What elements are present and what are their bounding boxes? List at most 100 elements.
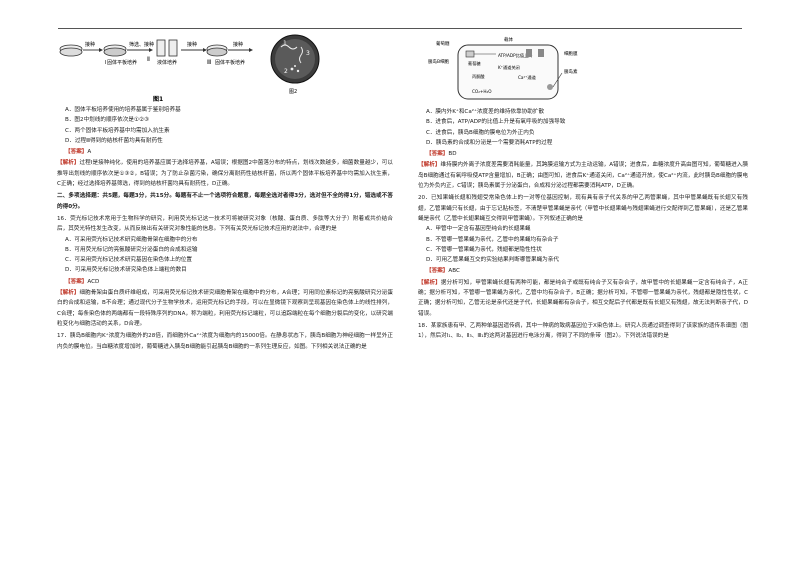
q20-option-c: C．不管哪一管果蝇为亲代，残翅都是隐性性状: [426, 246, 542, 253]
analysis-tag: 【解析】: [418, 279, 441, 286]
colony-dot: [296, 69, 300, 73]
q20-option-b: B．不管哪一管果蝇为亲代，乙管中的果蝇均有杂合子: [426, 236, 559, 243]
answer-tag: 【答案】: [65, 149, 88, 156]
q15-option-b: B．图2中划线的顺序依次是①②③: [65, 117, 149, 124]
answer-value: A: [87, 149, 92, 156]
cell-label: 细胞膜: [564, 50, 578, 57]
analysis-text: 细胞骨架由蛋白质纤维组成，可采用荧光标记技术研究细胞骨架在细胞中的分布，A合理；…: [57, 290, 393, 327]
q17-option-a: A．膜内外K⁺和Ca²⁺浓度差的维持依靠协助扩散: [426, 109, 545, 115]
fig2-number: 2: [284, 68, 288, 75]
q16-answer: 【答案】ACD: [57, 277, 393, 287]
roman-numeral-1: Ⅰ: [105, 60, 106, 66]
q20-option-d: D．可用乙管果蝇互交的实验结果判断哪管果蝇为亲代: [426, 257, 559, 264]
petri-dish-icon: [206, 47, 228, 57]
fig1-label: 筛选、接种: [129, 41, 154, 48]
fig2-number: 3: [306, 50, 310, 57]
q17-option-d: D．胰岛素的合成和分泌是一个需要消耗ATP的过程: [426, 139, 553, 146]
cell-label: 载体: [504, 36, 513, 43]
fig1-label: 接种: [85, 41, 95, 48]
analysis-tag: 【解析】: [57, 290, 80, 297]
answer-tag: 【答案】: [65, 278, 88, 285]
q16-option-a: A．可采用荧光标记技术研究细胞骨架在细胞中的分布: [65, 236, 198, 243]
q16-option-c: C．可采用荧光标记技术研究基因在染色体上的位置: [65, 257, 192, 264]
q16-stem: 16．荧光标记技术常用于生物科学的研究，利用荧光标记这一技术可将被研究对象（核酸…: [57, 215, 393, 233]
q15-option-a: A．固体平板培养使用的培养基属于鉴别培养基: [65, 107, 181, 113]
fig1-label: 接种: [233, 41, 243, 48]
cell-label: ATP/ADP比值上升: [498, 52, 532, 59]
fig1-stage-label: 固体平板培养: [215, 59, 245, 66]
fig1-stage-label: 固体平板培养: [107, 59, 137, 66]
cell-diagram-row: 葡萄糖 胰岛B细胞 载体 葡萄糖 丙酮酸 CO₂+H₂O ATP/ADP比值上升…: [418, 33, 748, 107]
arrow-head-icon: [249, 48, 253, 52]
answer-value: ABC: [448, 268, 460, 275]
k-channel-icon: [526, 49, 532, 57]
roman-numeral-2: Ⅱ: [147, 56, 150, 63]
analysis-tag: 【解析】: [57, 160, 80, 167]
q20-stem: 20．已知果蝇长翅和残翅受常染色体上的一对等位基因控制，现有具有亲子代关系的甲乙…: [418, 195, 748, 222]
experiment-flow-figure: 接种 固体平板培养 Ⅰ 筛选、接种 液体培养 Ⅱ 接种: [59, 34, 320, 103]
q17-option-b: B．进食后，ATP/ADP的比值上升是有氧呼吸的加强导致: [426, 119, 566, 126]
answer-value: BD: [448, 151, 457, 158]
arrow-icon: [552, 72, 563, 88]
streak-line: [280, 44, 298, 50]
section-title: 二、多项选择题：共5题，每题3分，共15分。每题有不止一个选项符合题意，每题全选…: [57, 193, 393, 210]
fig1-stage-label: 液体培养: [157, 59, 177, 66]
q17-stem: 17．胰岛B细胞内K⁺浓度为细胞外的28倍，而细胞外Ca²⁺浓度为细胞内的150…: [57, 333, 393, 350]
fig2-plate-inner: [275, 39, 315, 79]
cell-label: 胰岛素: [564, 68, 578, 75]
q17-option-c: C．进食后，胰岛B细胞的膜电位为外正内负: [426, 129, 535, 136]
q20-option-a: A．甲管中一定含有基因型纯合的长翅果蝇: [426, 226, 531, 233]
analysis-text: 据分析可知，甲管果蝇长翅有两种可能，都是纯合子或既有纯合子又有杂合子，故甲管中的…: [418, 279, 748, 317]
roman-numeral-3: Ⅲ: [207, 59, 211, 66]
q15-analysis: 【解析】过程Ⅰ是接种纯化，使用的培养基应属于选择培养基，A错误；根据图2中菌落分…: [57, 158, 393, 189]
answer-value: ACD: [87, 278, 100, 285]
right-column: 葡萄糖 胰岛B细胞 载体 葡萄糖 丙酮酸 CO₂+H₂O ATP/ADP比值上升…: [418, 33, 748, 342]
fig2-number: 1: [283, 40, 287, 47]
q16-option-d: D．可采用荧光标记技术研究染色体上端粒的数目: [65, 267, 187, 274]
answer-tag: 【答案】: [426, 151, 449, 158]
colony-dot: [290, 67, 294, 71]
q17-answer: 【答案】BD: [418, 149, 748, 159]
cell-membrane: [457, 44, 559, 100]
fig2-caption: 图2: [289, 89, 297, 95]
flask-icon: [168, 39, 178, 57]
cell-label: 丙酮酸: [472, 73, 485, 80]
q16-analysis: 【解析】细胞骨架由蛋白质纤维组成，可采用荧光标记技术研究细胞骨架在细胞中的分布，…: [57, 288, 393, 329]
carrier-icon: [465, 50, 475, 58]
analysis-text: 过程Ⅰ是接种纯化，使用的培养基应属于选择培养基，A错误；根据图2中菌落分布的特点…: [57, 160, 393, 188]
header-rule: [58, 28, 742, 29]
fig1-label: 接种: [187, 41, 197, 48]
arrow-head-icon: [203, 48, 207, 52]
cell-label: K⁺通道关闭: [498, 64, 520, 71]
colony-dot: [294, 65, 296, 67]
figure-row-1: 接种 固体平板培养 Ⅰ 筛选、接种 液体培养 Ⅱ 接种: [57, 33, 393, 105]
q15-answer: 【答案】A: [57, 147, 393, 157]
left-column: 接种 固体平板培养 Ⅰ 筛选、接种 液体培养 Ⅱ 接种: [57, 33, 393, 352]
petri-dish-icon: [59, 47, 83, 57]
q15-option-d: D．过程Ⅲ得到的结核杆菌均具有耐药性: [65, 137, 163, 144]
q20-answer: 【答案】ABC: [418, 266, 748, 276]
flask-icon: [156, 39, 166, 57]
analysis-tag: 【解析】: [418, 162, 441, 169]
analysis-text: 维持膜内外离子浓度差需要消耗能量，其跨膜运输方式为主动运输，A错误；进食后，血糖…: [418, 162, 748, 190]
q15-option-c: C．两个固体平板培养基中均需加入抗生素: [65, 127, 170, 134]
cell-label: CO₂+H₂O: [472, 89, 492, 94]
islet-cell-diagram: 葡萄糖 胰岛B细胞 载体 葡萄糖 丙酮酸 CO₂+H₂O ATP/ADP比值上升…: [428, 36, 578, 100]
q17-analysis: 【解析】维持膜内外离子浓度差需要消耗能量，其跨膜运输方式为主动运输，A错误；进食…: [418, 160, 748, 191]
answer-tag: 【答案】: [426, 268, 449, 275]
petri-dish-icon: [103, 47, 127, 57]
cell-label: 胰岛B细胞: [428, 58, 450, 65]
ca-channel-icon: [538, 49, 544, 57]
arrow-head-icon: [99, 48, 103, 52]
cell-label: 葡萄糖: [436, 40, 450, 47]
fig1-caption: 图1: [153, 95, 163, 103]
q20-analysis: 【解析】据分析可知，甲管果蝇长翅有两种可能，都是纯合子或既有纯合子又有杂合子，故…: [418, 278, 748, 319]
arrow-head-icon: [149, 48, 153, 52]
cell-label: 葡萄糖: [468, 60, 481, 67]
insulin-vesicle-icon: [547, 84, 553, 90]
streak-line: [299, 46, 303, 64]
cell-label: Ca²⁺通道: [518, 74, 537, 81]
q18-stem: 18．某家族患有甲、乙两种单基因遗传病，其中一种病的致病基因位于X染色体上。研究…: [418, 322, 748, 340]
q16-option-b: B．可用荧光标记的亮氨酸研究分泌蛋白的合成和运输: [65, 246, 198, 253]
